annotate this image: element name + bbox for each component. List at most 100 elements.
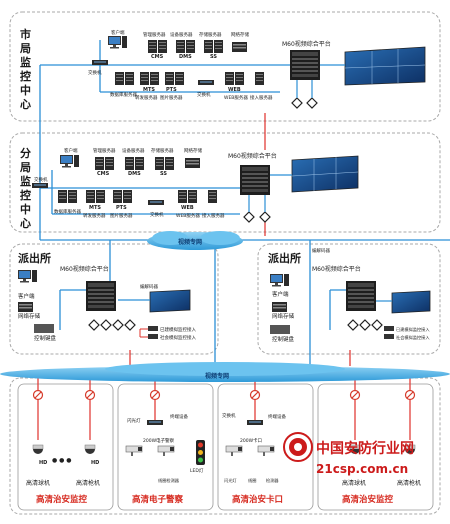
police-right-codec-2 <box>359 319 371 331</box>
section-box-2 <box>117 383 214 511</box>
terminal-c-label: 终端设备 <box>268 413 286 420</box>
client-pc-icon <box>108 36 127 49</box>
client-label: 客户端 <box>111 29 125 36</box>
branch-access-switch-label: 交换机 <box>34 176 48 183</box>
section-label-2: 高清电子警察 <box>132 494 184 505</box>
epolice-cam-icon-1 <box>125 445 143 457</box>
branch-client-pc-icon <box>60 155 79 168</box>
branch-device-server-icon <box>125 157 134 170</box>
m60-police-right-label: M60视频综合平台 <box>312 265 361 273</box>
analog-b-right-icon <box>384 334 394 339</box>
analog-a-left-label: 已建模拟监控接入 <box>160 326 196 333</box>
hd-label-b: HD <box>91 460 99 466</box>
codec-branch-1 <box>243 211 255 223</box>
firewall-2-icon <box>84 389 96 401</box>
hd-gun-r-label: 高清枪机 <box>397 479 421 487</box>
branch-device-server-label: 设备服务器 <box>122 147 145 154</box>
device-server-label: 设备服务器 <box>170 31 193 38</box>
branch-mgmt-server-icon <box>95 157 104 170</box>
zone-title-branch: 分局监控中心 <box>19 146 31 230</box>
terminal-label: 终端设备 <box>170 413 188 420</box>
firewall-4-icon <box>249 389 261 401</box>
analog-b-right-label: 社会模拟监控接入 <box>396 334 430 341</box>
db-server-label: 数据库服务器 <box>110 91 137 98</box>
hd-gun-icon <box>84 444 96 455</box>
image-server-label: 图片服务器 <box>160 94 183 101</box>
police-left-keyboard-icon <box>34 324 54 333</box>
police-right-codec-label: 编解码器 <box>312 247 330 254</box>
switch-label: 交换机 <box>197 91 211 98</box>
epolice-switch-icon <box>147 420 163 425</box>
zone-title-police-right: 派出所 <box>268 251 301 265</box>
branch-access-server-label: 接入服务器 <box>202 212 225 219</box>
police-left-keyboard-label: 控制键盘 <box>34 334 57 342</box>
video-wall-city <box>344 46 426 86</box>
firewall-5-icon <box>349 389 361 401</box>
branch-ss-label: SS <box>160 171 167 177</box>
switch-b-label: 交换机 <box>222 412 236 419</box>
codec-city-1 <box>291 97 303 109</box>
branch-dms-label: DMS <box>128 171 141 177</box>
checkpoint-cam-icon-1 <box>225 445 243 457</box>
police-right-codec-1 <box>347 319 359 331</box>
police-right-keyboard-icon <box>270 325 290 334</box>
transcode-server-label: 转发服务器 <box>135 94 158 101</box>
storage-server-icon-2 <box>214 40 223 53</box>
pts-label: PTS <box>166 87 177 93</box>
police-left-codec-3 <box>112 319 124 331</box>
zone-police-right-box <box>257 243 441 355</box>
police-right-keyboard-label: 控制键盘 <box>272 335 295 343</box>
m60-city-label: M60视频综合平台 <box>282 40 331 48</box>
analog-b-left-label: 社会模拟监控接入 <box>160 334 196 341</box>
device-server-icon-2 <box>186 40 195 53</box>
image-server-icon-2 <box>175 72 184 85</box>
zone-title-police-left: 派出所 <box>18 251 51 265</box>
police-left-storage-icon <box>18 302 33 312</box>
branch-image-server-icon <box>113 190 122 203</box>
branch-image-server-icon-2 <box>123 190 132 203</box>
web-server-label: WEB服务器 <box>224 94 248 101</box>
db-server-icon <box>115 72 124 85</box>
m60-police-right-icon <box>346 281 376 311</box>
branch-transcode-server-label: 转发服务器 <box>83 212 106 219</box>
zone-police-left-box <box>9 243 219 355</box>
video-private-net-cloud-2 <box>0 362 450 382</box>
access-server-icon <box>255 72 264 85</box>
branch-switch-icon <box>148 200 164 205</box>
branch-transcode-server-icon <box>86 190 95 203</box>
branch-web-label: WEB <box>181 205 194 211</box>
access-switch-icon <box>92 60 108 65</box>
hd-ball-r-label: 高清球机 <box>342 479 366 487</box>
checkpoint-cam-icon-2 <box>257 445 275 457</box>
firewall-1-icon <box>32 389 44 401</box>
police-right-monitor <box>391 290 431 314</box>
codec-branch-2 <box>259 211 271 223</box>
web-server-icon <box>225 72 234 85</box>
video-wall-branch <box>291 155 359 193</box>
police-left-codec-4 <box>124 319 136 331</box>
mgmt-server-label: 管理服务器 <box>143 31 166 38</box>
m60-city-icon <box>290 50 320 80</box>
branch-db-server-icon-2 <box>68 190 77 203</box>
epolice-cam-label: 200W电子警察 <box>143 437 175 444</box>
branch-web-server-label: WEB服务器 <box>176 212 200 219</box>
ss-label: SS <box>210 54 217 60</box>
dms-label: DMS <box>179 54 192 60</box>
police-left-monitor <box>149 289 191 313</box>
hd-gun-label: 高清枪机 <box>76 479 100 487</box>
branch-pts-label: PTS <box>116 205 127 211</box>
video-private-net-label-1: 视频专网 <box>178 238 202 246</box>
bay-a-label: 闪光灯 <box>224 477 237 484</box>
hd-label-a: HD <box>39 460 47 466</box>
traffic-light-icon <box>196 440 205 465</box>
analog-b-left-icon <box>148 334 158 339</box>
watermark-url: 21csp.com.cn <box>316 462 408 476</box>
transcode-server-icon <box>140 72 149 85</box>
zone-city-box <box>9 11 441 122</box>
branch-net-storage-icon <box>185 158 200 168</box>
watermark-logo-icon <box>283 432 313 462</box>
hd-ball-label: 高清球机 <box>26 479 50 487</box>
police-left-codec-2 <box>100 319 112 331</box>
switch-icon <box>198 80 214 85</box>
